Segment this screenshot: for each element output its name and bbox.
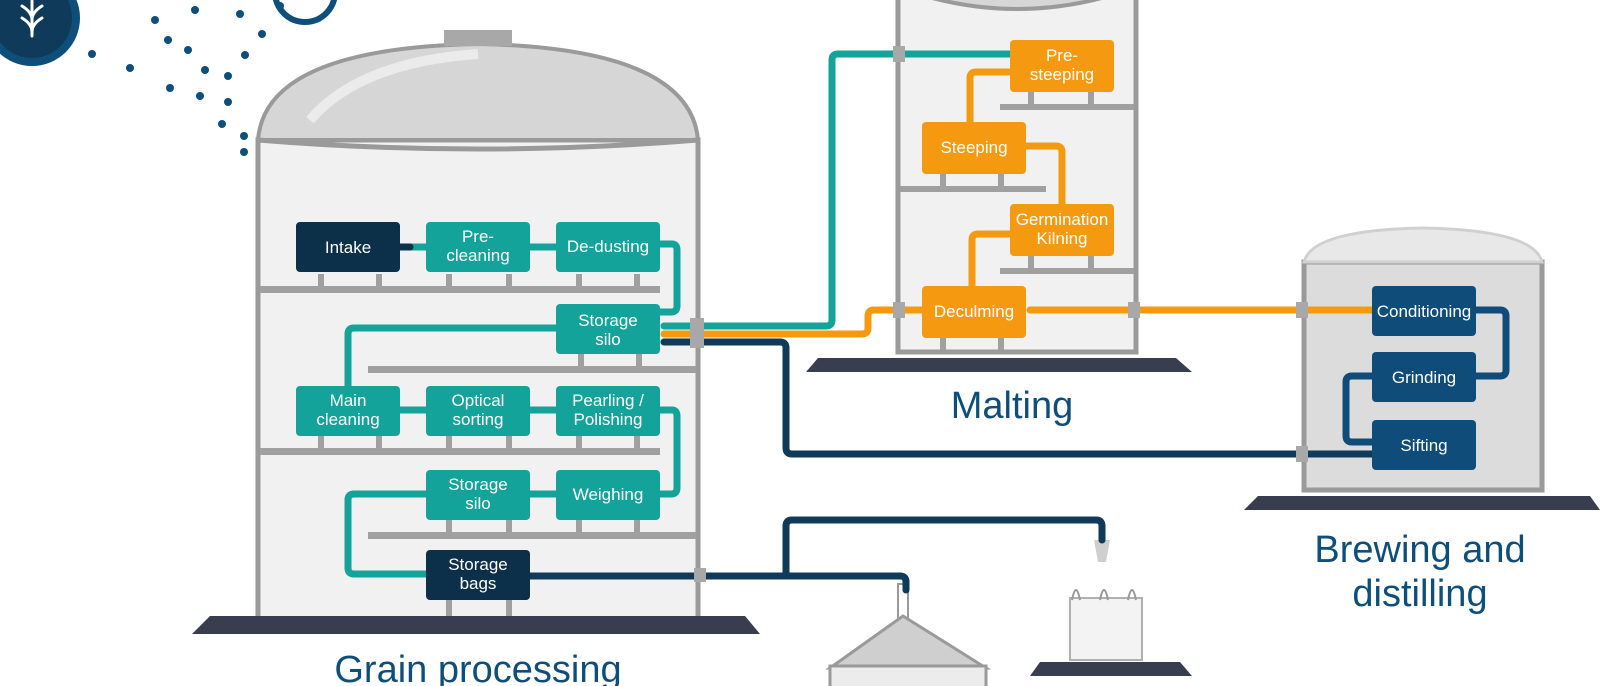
box-steeping: Steeping <box>922 122 1026 174</box>
box-pearling-line-1: Pearling / <box>572 391 644 410</box>
grain-processing-tank <box>192 30 760 634</box>
box-weighing-line-1: Weighing <box>573 485 644 504</box>
box-pre-cleaning-line-1: Pre- <box>462 227 494 246</box>
box-pre-steeping: Pre- steeping <box>1010 40 1114 92</box>
box-sifting: Sifting <box>1372 420 1476 470</box>
box-pre-cleaning-line-2: cleaning <box>446 246 509 265</box>
box-weighing: Weighing <box>556 470 660 520</box>
brewing-label-line-2: distilling <box>1352 573 1487 615</box>
box-germination-line-1: Germination <box>1016 210 1109 229</box>
pipes <box>344 50 1510 594</box>
box-de-dusting: De-dusting <box>556 222 660 272</box>
box-grinding-line-1: Grinding <box>1392 368 1456 387</box>
pipe-connectors <box>690 46 1308 582</box>
box-deculming: Deculming <box>922 286 1026 338</box>
box-germination-kilning: Germination Kilning <box>1010 204 1114 256</box>
box-storage-bags: Storage bags <box>426 550 530 600</box>
box-intake-line-1: Intake <box>325 238 371 257</box>
box-germination-line-2: Kilning <box>1036 229 1087 248</box>
box-conditioning: Conditioning <box>1372 286 1476 336</box>
box-pre-steeping-line-1: Pre- <box>1046 46 1078 65</box>
box-main-cleaning-line-1: Main <box>330 391 367 410</box>
box-optical-sorting: Optical sorting <box>426 386 530 436</box>
box-steeping-line-1: Steeping <box>940 138 1007 157</box>
box-storage-silo-1-line-1: Storage <box>578 311 638 330</box>
box-pearling-polishing: Pearling / Polishing <box>556 386 660 436</box>
box-storage-silo-2-line-2: silo <box>465 494 491 513</box>
box-storage-silo-1: Storage silo <box>556 304 660 354</box>
box-pre-steeping-line-2: steeping <box>1030 65 1094 84</box>
box-grinding: Grinding <box>1372 352 1476 402</box>
box-conditioning-line-1: Conditioning <box>1377 302 1472 321</box>
box-storage-bags-line-2: bags <box>460 574 497 593</box>
box-pre-cleaning: Pre- cleaning <box>426 222 530 272</box>
box-optical-sorting-line-1: Optical <box>452 391 505 410</box>
box-legs <box>318 92 1094 616</box>
box-main-cleaning: Main cleaning <box>296 386 400 436</box>
box-storage-silo-2-line-1: Storage <box>448 475 508 494</box>
box-deculming-line-1: Deculming <box>934 302 1014 321</box>
bulk-bag <box>1030 540 1192 676</box>
box-storage-bags-line-1: Storage <box>448 555 508 574</box>
box-de-dusting-line-1: De-dusting <box>567 237 649 256</box>
box-intake: Intake <box>296 222 400 272</box>
brewing-label-line-1: Brewing and <box>1314 529 1525 571</box>
box-storage-silo-1-line-2: silo <box>595 330 621 349</box>
grain-icon <box>0 0 80 66</box>
box-optical-sorting-line-2: sorting <box>452 410 503 429</box>
box-main-cleaning-line-2: cleaning <box>316 410 379 429</box>
grain-processing-label: Grain processing <box>334 649 621 686</box>
box-pearling-line-2: Polishing <box>574 410 643 429</box>
malting-label: Malting <box>951 385 1074 427</box>
box-storage-silo-2: Storage silo <box>426 470 530 520</box>
small-silo <box>825 583 992 686</box>
box-sifting-line-1: Sifting <box>1400 436 1447 455</box>
